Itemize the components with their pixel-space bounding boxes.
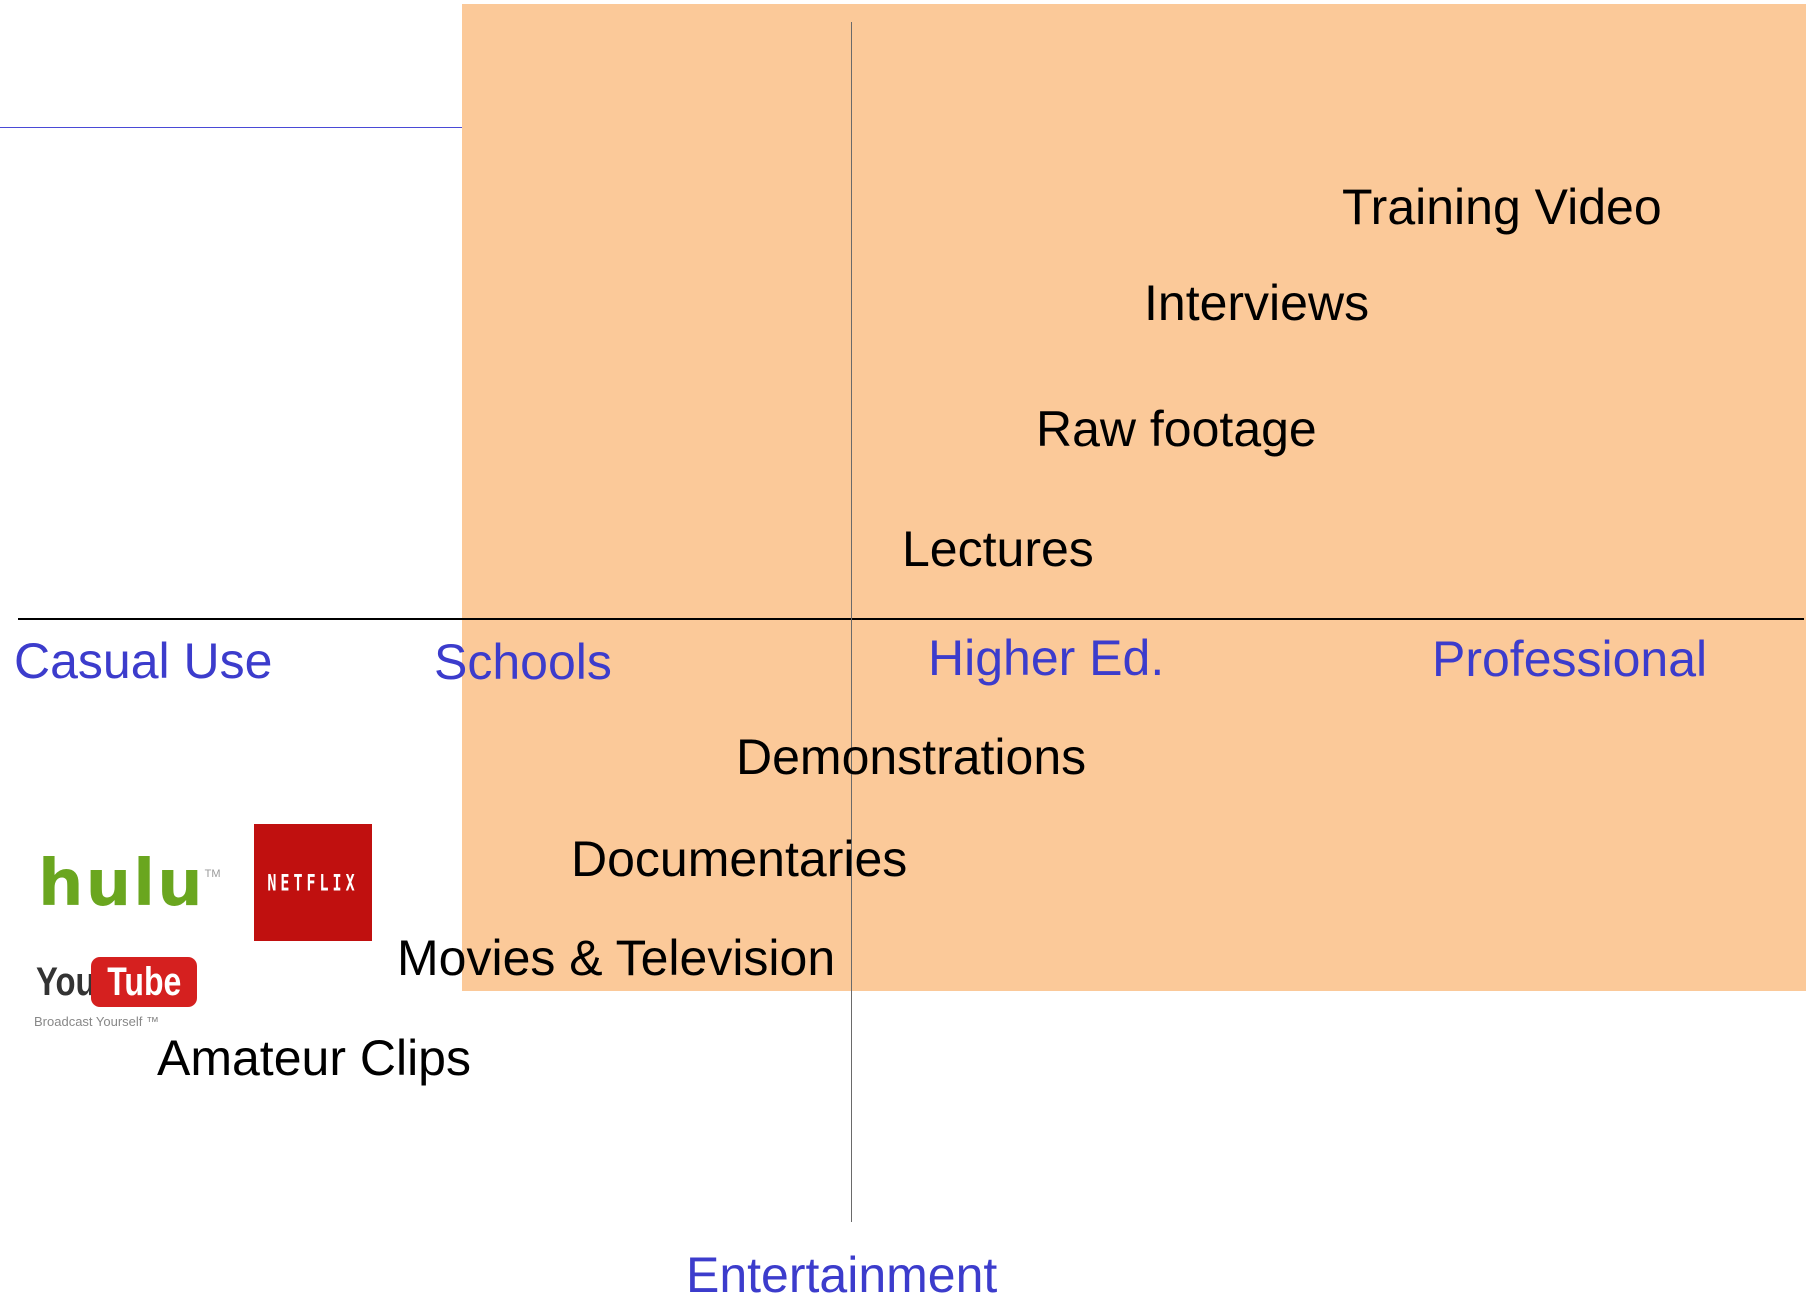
vertical-axis-line	[851, 22, 852, 1222]
axis-label-casual-use: Casual Use	[14, 633, 273, 689]
horizontal-axis-line	[18, 618, 1804, 620]
item-demonstrations: Demonstrations	[736, 729, 1087, 785]
youtube-logo-tube: Tube	[91, 957, 197, 1007]
item-lectures: Lectures	[902, 521, 1094, 577]
axis-label-schools: Schools	[434, 634, 612, 690]
item-documentaries: Documentaries	[571, 831, 908, 887]
youtube-logo-tagline: Broadcast Yourself ™	[34, 1014, 160, 1029]
hulu-logo-text: hulu	[38, 847, 205, 921]
youtube-logo-you: You	[36, 960, 96, 1004]
item-raw-footage: Raw footage	[1036, 401, 1317, 457]
item-interviews: Interviews	[1144, 275, 1370, 331]
hulu-logo: huluTM	[38, 852, 221, 916]
top-left-rule	[0, 127, 462, 128]
axis-label-higher-ed: Higher Ed.	[928, 630, 1165, 686]
item-movies-television: Movies & Television	[397, 930, 836, 986]
netflix-logo-text: NETFLIX	[267, 869, 359, 896]
youtube-logo: You Tube Broadcast Yourself ™	[34, 957, 204, 1029]
netflix-logo: NETFLIX	[254, 824, 372, 941]
axis-label-professional: Professional	[1432, 631, 1708, 687]
item-amateur-clips: Amateur Clips	[157, 1030, 471, 1086]
shaded-region	[462, 4, 1806, 991]
hulu-logo-tm: TM	[204, 868, 221, 880]
item-training-video: Training Video	[1342, 179, 1662, 235]
axis-label-entertainment: Entertainment	[686, 1247, 998, 1303]
